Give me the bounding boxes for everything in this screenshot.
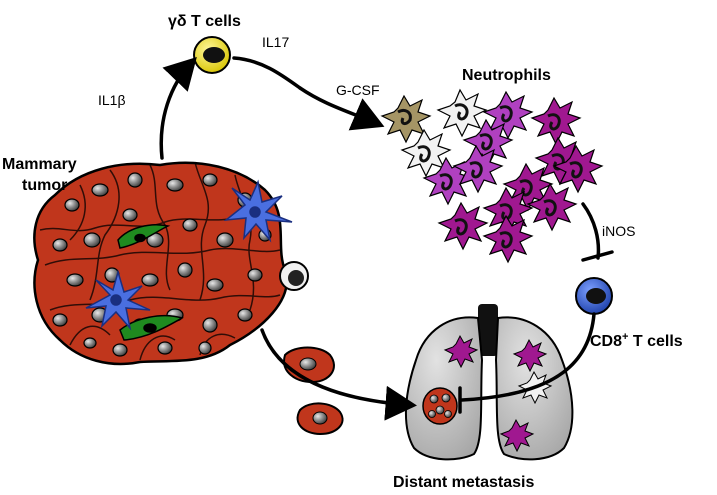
dendritic-cells (85, 179, 293, 331)
tumor-to-metastasis-arrow (260, 328, 417, 421)
mammary-tumor-label-line1: Mammary (2, 156, 77, 173)
cd8-inhibition-line (460, 312, 596, 402)
neutrophil (400, 128, 452, 178)
cd8-prefix: CD8 (590, 333, 622, 350)
metastasis-lesion (422, 387, 458, 425)
inos-bar (581, 250, 614, 262)
neutrophil-cluster (380, 88, 604, 264)
neutrophil (482, 90, 534, 140)
tumor-cell-boundaries (39, 161, 281, 361)
neutrophil (526, 182, 578, 232)
neutrophil (452, 144, 504, 194)
il17-label: IL17 (262, 34, 289, 50)
neutrophil (552, 144, 604, 194)
tumor-mass (33, 161, 288, 366)
lung-neutrophil (512, 338, 548, 373)
circulating-tumor-cells (283, 346, 344, 436)
connectors (159, 56, 614, 421)
neutrophil (530, 96, 582, 146)
tumor-side-cell (279, 261, 309, 291)
gcsf-arrow (298, 86, 385, 131)
cd8-superscript: + (622, 331, 628, 343)
neutrophil (437, 201, 489, 251)
mammary-tumor-cluster (33, 161, 309, 366)
gcsf-label: G-CSF (336, 82, 380, 98)
inos-label: iNOS (602, 223, 635, 239)
cd8-t-cell (575, 277, 613, 315)
neutrophil (436, 88, 488, 138)
cd8-t-cells-label: CD8+ T cells (590, 331, 683, 350)
neutrophil (482, 214, 534, 264)
neutrophil (380, 94, 432, 144)
gamma-delta-t-cell (193, 36, 231, 74)
trachea (478, 304, 498, 356)
gd-t-cells-label: γδ T cells (168, 13, 241, 30)
fibroblast-cells (117, 224, 184, 341)
cd8-suffix: T cells (628, 333, 682, 350)
il17-arrow (232, 56, 302, 90)
mammary-tumor-label-line2: tumor (22, 177, 67, 194)
il1b-label: IL1β (98, 92, 126, 108)
neutrophils-label: Neutrophils (462, 67, 551, 84)
lung-neutrophil (443, 334, 479, 369)
inos-inhibition-line (581, 202, 601, 260)
distant-metastasis-label: Distant metastasis (393, 474, 534, 491)
il1b-arrow (159, 56, 197, 160)
lung-neutrophil (499, 418, 535, 453)
